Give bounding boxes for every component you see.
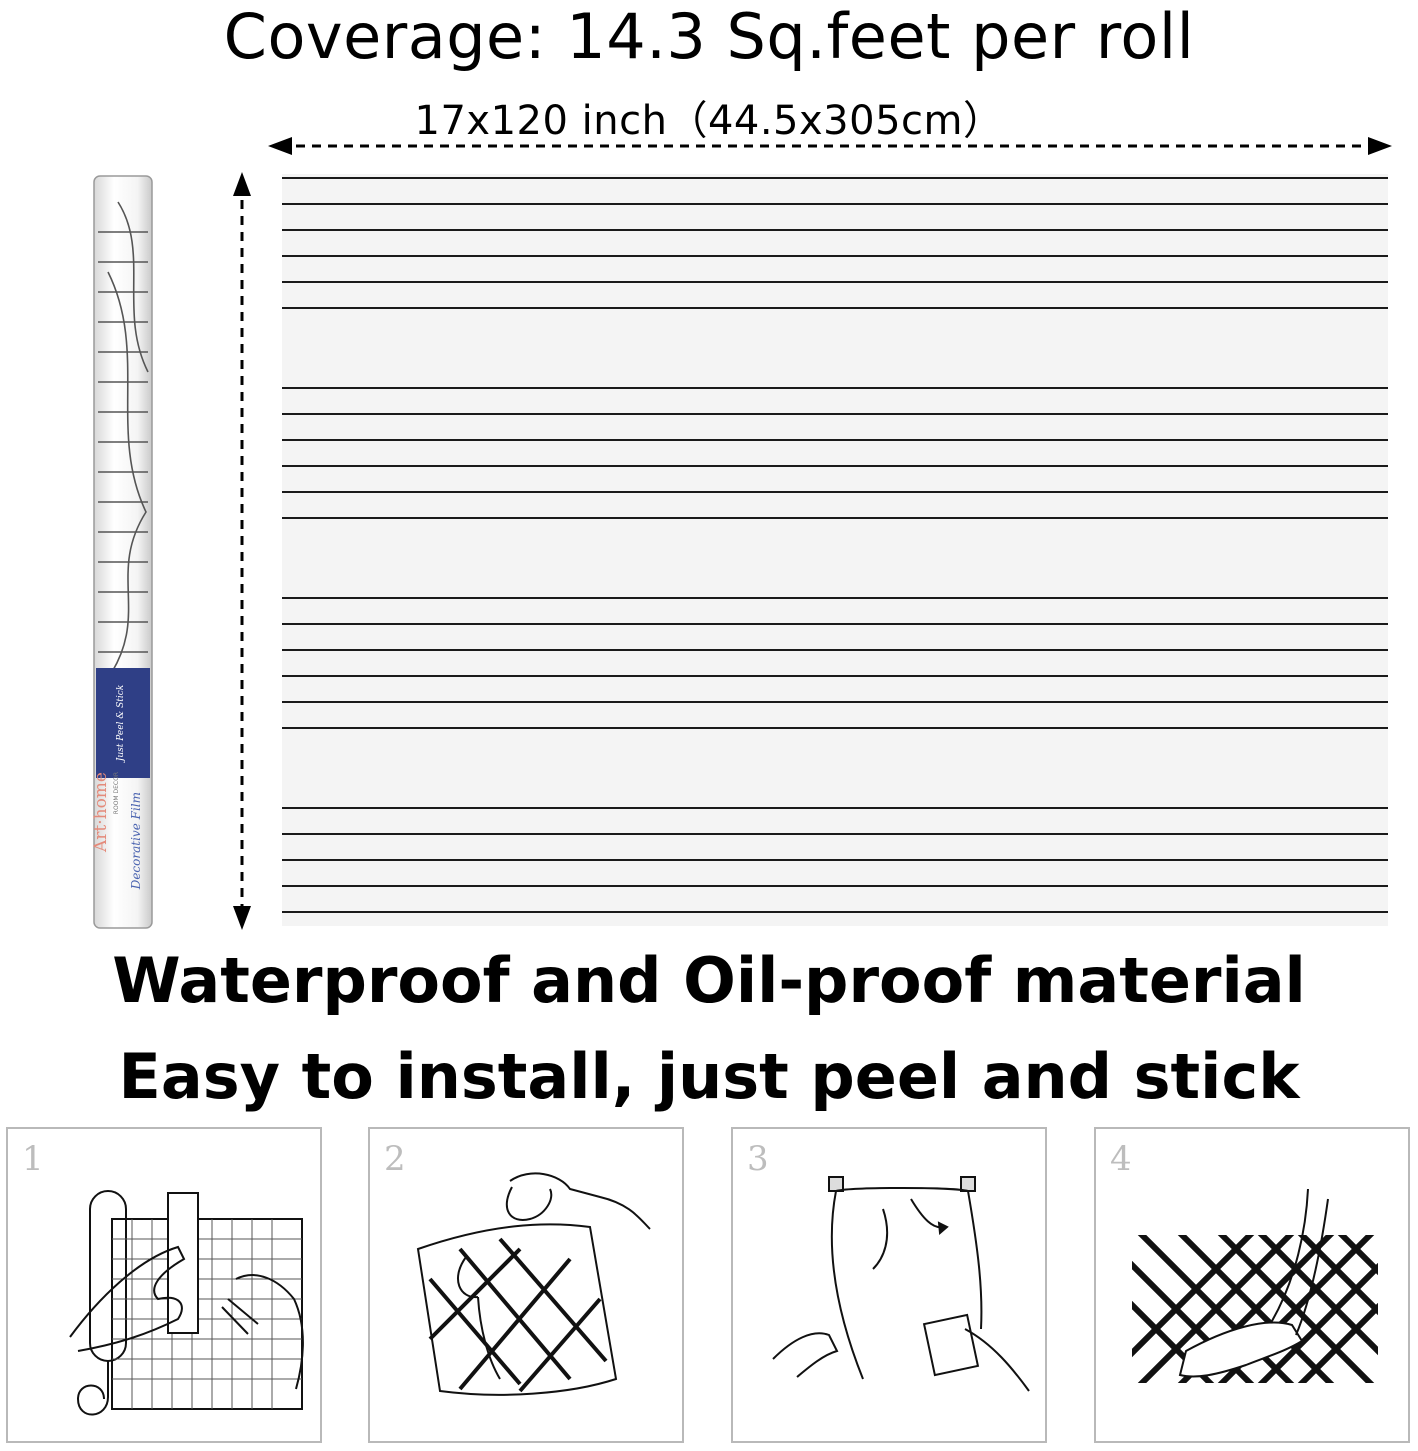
step-4-illustration (1132, 1188, 1378, 1383)
step-number: 1 (22, 1139, 44, 1179)
roll-brand-sub: ROOM DECOR (113, 772, 120, 814)
roll-product-name: Decorative Film (129, 792, 143, 890)
step-number: 4 (1110, 1139, 1132, 1179)
roll-tag: Just Peel & Stick (116, 685, 126, 764)
step-number: 2 (384, 1139, 406, 1179)
feature-waterproof: Waterproof and Oil-proof material (112, 944, 1306, 1017)
step-number: 3 (747, 1139, 769, 1179)
pattern-swatch (282, 174, 1388, 926)
install-step-3: 3 (731, 1127, 1047, 1443)
film-roll-image: Just Peel & Stick Decorative Film Art·ho… (91, 175, 153, 929)
install-step-1: 1 (6, 1127, 322, 1443)
roll-brand-logo: Art·home (91, 772, 111, 853)
feature-easy-install: Easy to install, just peel and stick (118, 1040, 1300, 1113)
width-arrow (268, 137, 1392, 155)
dimensions-label: 17x120 inch（44.5x305cm） (414, 98, 1004, 144)
install-step-2: 2 (368, 1127, 684, 1443)
pattern-arch (982, 807, 1388, 926)
coverage-title: Coverage: 14.3 Sq.feet per roll (223, 0, 1195, 73)
height-arrow (233, 172, 251, 930)
step-1-illustration (69, 1190, 304, 1416)
step-3-illustration (772, 1176, 1030, 1392)
step-2-illustration (416, 1172, 651, 1396)
install-step-4: 4 (1094, 1127, 1410, 1443)
